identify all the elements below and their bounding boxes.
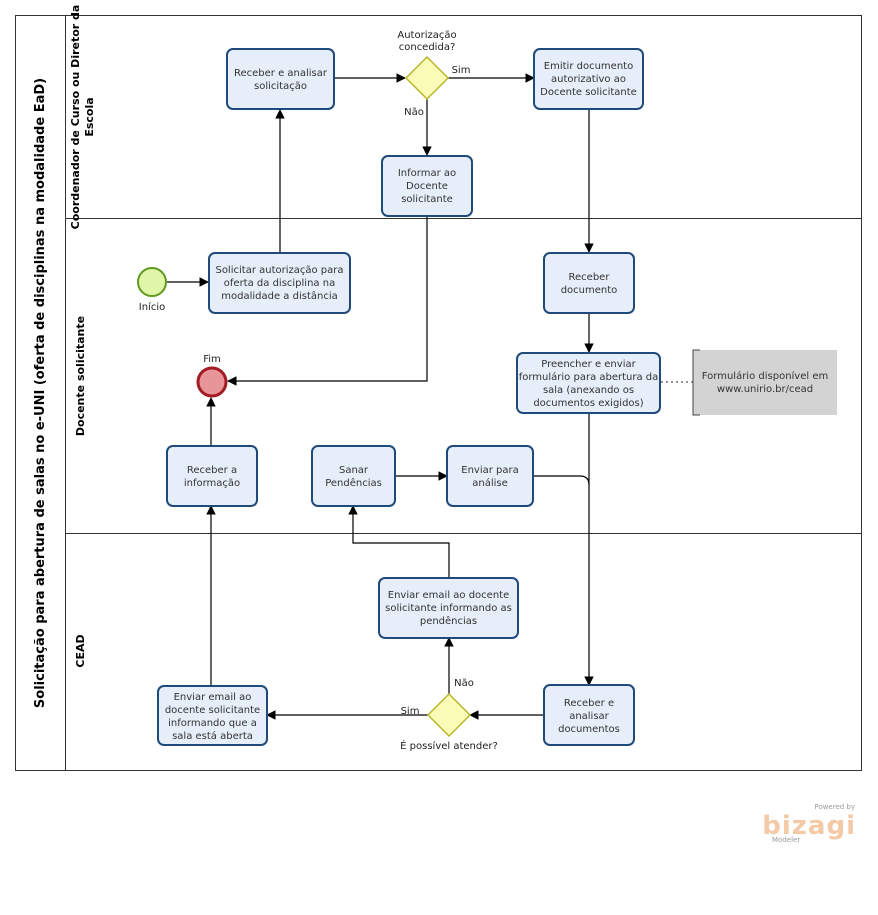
task-enviar-email-aberta-line1: Enviar email ao bbox=[174, 692, 252, 703]
task-receber-documento[interactable]: Receber documento bbox=[543, 252, 635, 314]
lane-title-docente: Docente solicitante bbox=[74, 316, 87, 436]
task-receber-analisar-docs[interactable]: Receber e analisar documentos bbox=[543, 684, 635, 746]
bizagi-name: bizagi bbox=[762, 811, 856, 841]
task-sanar-pendencias-line2: Pendências bbox=[325, 477, 382, 489]
task-emitir-documento-line2: autorizativo ao bbox=[551, 74, 626, 85]
end-event: Fim bbox=[196, 354, 228, 398]
task-solicitar-autorizacao-line1: Solicitar autorização para bbox=[215, 265, 343, 276]
bizagi-logo: Powered by bizagi Modeler bbox=[762, 803, 856, 844]
task-receber-informacao-box bbox=[166, 445, 258, 507]
task-receber-analisar-docs-line2: analisar bbox=[569, 711, 609, 722]
task-receber-analisar-box bbox=[226, 48, 335, 110]
gateway-autorizacao-yes: Sim bbox=[452, 65, 471, 76]
task-informar-docente[interactable]: Informar ao Docente solicitante bbox=[381, 155, 473, 217]
task-receber-analisar[interactable]: Receber e analisar solicitação bbox=[226, 48, 335, 110]
task-solicitar-autorizacao-line2: oferta da disciplina na bbox=[224, 278, 335, 289]
flow-enviar-to-main bbox=[533, 475, 590, 486]
task-enviar-email-aberta[interactable]: Enviar email ao docente solicitante info… bbox=[157, 685, 268, 746]
task-informar-docente-line1: Informar ao bbox=[398, 168, 456, 179]
task-informar-docente-line2: Docente bbox=[406, 181, 448, 192]
task-enviar-email-pendencias-line2: solicitante informando as bbox=[385, 603, 512, 614]
task-informar-docente-box bbox=[381, 155, 473, 217]
pool-title: Solicitação para abertura de salas no e-… bbox=[33, 78, 48, 708]
task-enviar-email-pendencias[interactable]: Enviar email ao docente solicitante info… bbox=[378, 577, 519, 639]
task-solicitar-autorizacao-box bbox=[208, 252, 351, 314]
task-enviar-analise-line2: análise bbox=[472, 477, 508, 489]
annotation-formulario-bracket bbox=[692, 349, 700, 416]
task-preencher-enviar-box bbox=[516, 352, 661, 414]
flow-informar-to-fim bbox=[227, 216, 428, 386]
lane-title-cead: CEAD bbox=[74, 634, 87, 667]
task-receber-analisar-docs-line3: documentos bbox=[558, 724, 620, 735]
task-receber-analisar-line2: solicitação bbox=[254, 81, 307, 92]
task-solicitar-autorizacao-line3: modalidade a distância bbox=[221, 290, 337, 302]
task-preencher-enviar[interactable]: Preencher e enviar formulário para abert… bbox=[516, 352, 661, 414]
annotation-formulario-line1: Formulário disponível em bbox=[702, 370, 828, 382]
annotation-formulario-line2: www.unirio.br/cead bbox=[717, 384, 813, 395]
task-sanar-pendencias-line1: Sanar bbox=[339, 465, 369, 476]
task-receber-analisar-docs-line1: Receber e bbox=[564, 698, 614, 709]
lane-title-coord: Coordenador de Curso ou Diretor da Escol… bbox=[69, 5, 96, 230]
task-receber-documento-box bbox=[543, 252, 635, 314]
task-enviar-email-aberta-line2: docente solicitante bbox=[165, 705, 260, 716]
task-enviar-email-aberta-box bbox=[157, 685, 268, 746]
gateway-autorizacao: Autorização concedida? Sim Não bbox=[397, 30, 470, 118]
task-enviar-email-pendencias-line1: Enviar email ao docente bbox=[388, 590, 509, 601]
gateway-possivel-question: É possível atender? bbox=[400, 739, 498, 752]
gateway-possivel: É possível atender? Sim Não bbox=[400, 678, 498, 752]
task-enviar-email-aberta-line4: sala está aberta bbox=[172, 730, 253, 742]
flow-emailpend-to-sanar bbox=[348, 505, 450, 578]
bizagi-powered-by: Powered by bbox=[814, 803, 855, 811]
task-emitir-documento[interactable]: Emitir documento autorizativo ao Docente… bbox=[533, 48, 644, 110]
task-preencher-enviar-line1: Preencher e enviar bbox=[541, 359, 636, 370]
task-emitir-documento-line1: Emitir documento bbox=[544, 61, 633, 72]
task-preencher-enviar-line4: documentos exigidos) bbox=[533, 398, 643, 409]
end-event-label: Fim bbox=[203, 354, 221, 365]
task-enviar-email-aberta-line3: informando que a bbox=[168, 718, 257, 729]
task-receber-documento-line1: Receber bbox=[569, 272, 611, 283]
gateway-autorizacao-diamond bbox=[404, 55, 450, 101]
task-emitir-documento-line3: Docente solicitante bbox=[540, 87, 637, 98]
bizagi-sub: Modeler bbox=[772, 836, 800, 844]
start-event-circle bbox=[137, 267, 167, 297]
gateway-autorizacao-question-line2: concedida? bbox=[399, 42, 456, 53]
task-enviar-analise-box bbox=[446, 445, 534, 507]
annotation-formulario: Formulário disponível em www.unirio.br/c… bbox=[692, 349, 837, 416]
task-solicitar-autorizacao[interactable]: Solicitar autorização para oferta da dis… bbox=[208, 252, 351, 314]
end-event-circle bbox=[196, 366, 228, 398]
lane-title-coord-line1: Coordenador de Curso ou Diretor da bbox=[69, 5, 82, 230]
task-preencher-enviar-line2: formulário para abertura da bbox=[519, 371, 659, 383]
task-preencher-enviar-line3: sala (anexando os bbox=[543, 385, 634, 396]
gateway-possivel-diamond bbox=[426, 692, 472, 738]
task-receber-analisar-line1: Receber e analisar bbox=[234, 68, 328, 79]
task-enviar-email-pendencias-line3: pendências bbox=[420, 615, 477, 627]
gateway-possivel-no: Não bbox=[454, 678, 474, 689]
task-informar-docente-line3: solicitante bbox=[401, 194, 453, 205]
task-sanar-pendencias-box bbox=[311, 445, 396, 507]
flows bbox=[167, 73, 693, 720]
lane-title-docente-line1: Docente solicitante bbox=[74, 316, 87, 436]
start-event: Início bbox=[137, 267, 167, 313]
task-sanar-pendencias[interactable]: Sanar Pendências bbox=[311, 445, 396, 507]
lane-title-coord-line2: Escola bbox=[83, 97, 96, 136]
task-enviar-analise[interactable]: Enviar para análise bbox=[446, 445, 534, 507]
annotation-formulario-box bbox=[693, 350, 837, 415]
task-emitir-documento-box bbox=[533, 48, 644, 110]
gateway-autorizacao-no: Não bbox=[404, 107, 424, 118]
gateway-possivel-yes: Sim bbox=[401, 706, 420, 717]
task-receber-documento-line2: documento bbox=[561, 285, 618, 296]
gateway-autorizacao-question-line1: Autorização bbox=[397, 30, 456, 41]
lane-title-cead-line1: CEAD bbox=[74, 634, 87, 667]
start-event-label: Início bbox=[139, 301, 165, 313]
task-enviar-email-pendencias-box bbox=[378, 577, 519, 639]
task-receber-informacao[interactable]: Receber a informação bbox=[166, 445, 258, 507]
task-receber-informacao-line1: Receber a bbox=[187, 465, 237, 476]
task-receber-informacao-line2: informação bbox=[184, 478, 240, 489]
task-enviar-analise-line1: Enviar para bbox=[461, 465, 519, 476]
task-receber-analisar-docs-box bbox=[543, 684, 635, 746]
